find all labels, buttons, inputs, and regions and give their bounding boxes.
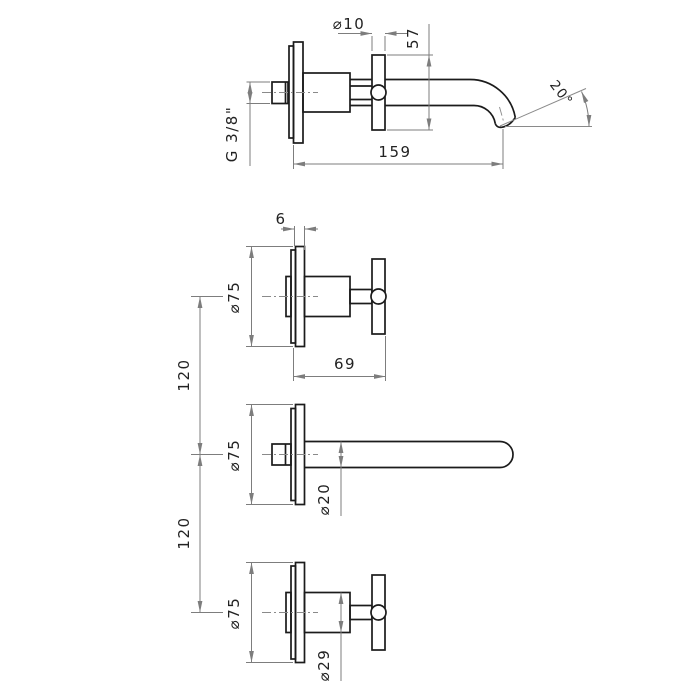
outlet-centerline <box>499 106 505 124</box>
spout-mouth <box>494 117 517 129</box>
spindle <box>349 288 373 305</box>
dim-handle-bar-length: 57 <box>387 24 433 131</box>
spout-outer-line <box>350 78 517 118</box>
handle-hub <box>370 84 387 101</box>
valve-body <box>303 275 351 318</box>
handle-top-view: 6 ⌀75 69 <box>225 210 387 381</box>
dim-label-flange-diameter: ⌀75 <box>225 281 243 314</box>
dim-label-flange-diameter: ⌀75 <box>225 597 243 630</box>
dim-label-spout-diameter: ⌀20 <box>315 483 333 516</box>
dim-label-flange-thickness: 6 <box>275 210 286 228</box>
dim-handle-projection: 69 <box>293 336 386 381</box>
spacing-dimensions: 120 120 <box>175 296 223 613</box>
valve-body <box>302 72 351 113</box>
dim-label-handle-bar-diameter: ⌀10 <box>333 15 366 33</box>
spout-inner-line <box>350 104 497 124</box>
handle-hub <box>370 288 387 305</box>
dim-handle-bar-diameter: ⌀10 <box>333 15 408 51</box>
dim-label-handle-body-diameter: ⌀29 <box>315 649 333 682</box>
dim-handle-body-diameter: ⌀29 <box>315 592 344 682</box>
dim-label-handle-projection: 69 <box>334 355 356 373</box>
spout-tube <box>304 440 514 469</box>
dim-label-flange-diameter: ⌀75 <box>225 439 243 472</box>
dim-label-spout-angle: 20° <box>546 77 576 109</box>
dim-label-spacing-lower: 120 <box>175 516 193 549</box>
dim-flange-diameter: ⌀75 <box>225 246 293 347</box>
dim-spout-projection: 159 <box>293 129 504 169</box>
side-view-spout-assembly: G 3/8" ⌀10 57 159 <box>223 15 592 169</box>
spout-plan-view: ⌀75 ⌀20 <box>225 403 514 516</box>
handle-hub <box>370 604 387 621</box>
dim-spout-diameter: ⌀20 <box>315 441 344 516</box>
dim-label-inlet-thread: G 3/8" <box>223 106 241 162</box>
dim-flange-diameter: ⌀75 <box>225 404 293 505</box>
spindle <box>349 604 373 621</box>
dim-label-handle-bar-length: 57 <box>404 27 422 49</box>
dim-inlet-thread: G 3/8" <box>223 81 270 166</box>
dim-label-spout-projection: 159 <box>378 143 411 161</box>
dim-label-spacing-upper: 120 <box>175 358 193 391</box>
handle-bottom-view: ⌀75 ⌀29 <box>225 561 387 682</box>
valve-body <box>303 591 351 634</box>
dim-flange-thickness: 6 <box>275 210 318 250</box>
dim-flange-diameter: ⌀75 <box>225 562 293 663</box>
